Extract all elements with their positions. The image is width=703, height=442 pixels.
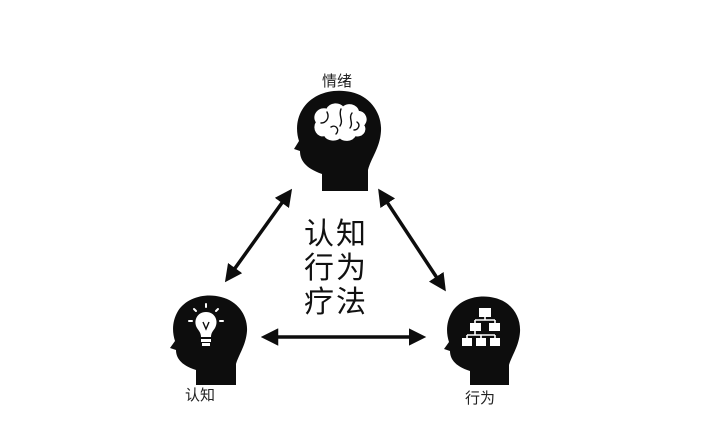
flowchart-icon <box>462 308 500 346</box>
arrow-emotion-behavior <box>378 188 446 292</box>
center-title-line-1: 认知 <box>304 217 368 252</box>
center-title-line-3: 疗法 <box>304 285 368 320</box>
lightbulb-icon <box>188 303 224 346</box>
center-title-line-2: 行为 <box>304 251 368 286</box>
head-emotion <box>294 90 382 191</box>
head-cognition <box>170 295 248 385</box>
node-label-cognition: 认知 <box>185 386 216 404</box>
node-label-behavior: 行为 <box>465 389 496 407</box>
node-label-emotion: 情绪 <box>322 72 353 90</box>
head-behavior <box>444 296 521 385</box>
arrow-emotion-cognition <box>224 188 293 283</box>
center-title: 认知 行为 疗法 <box>304 218 370 320</box>
brain-icon <box>314 103 367 141</box>
